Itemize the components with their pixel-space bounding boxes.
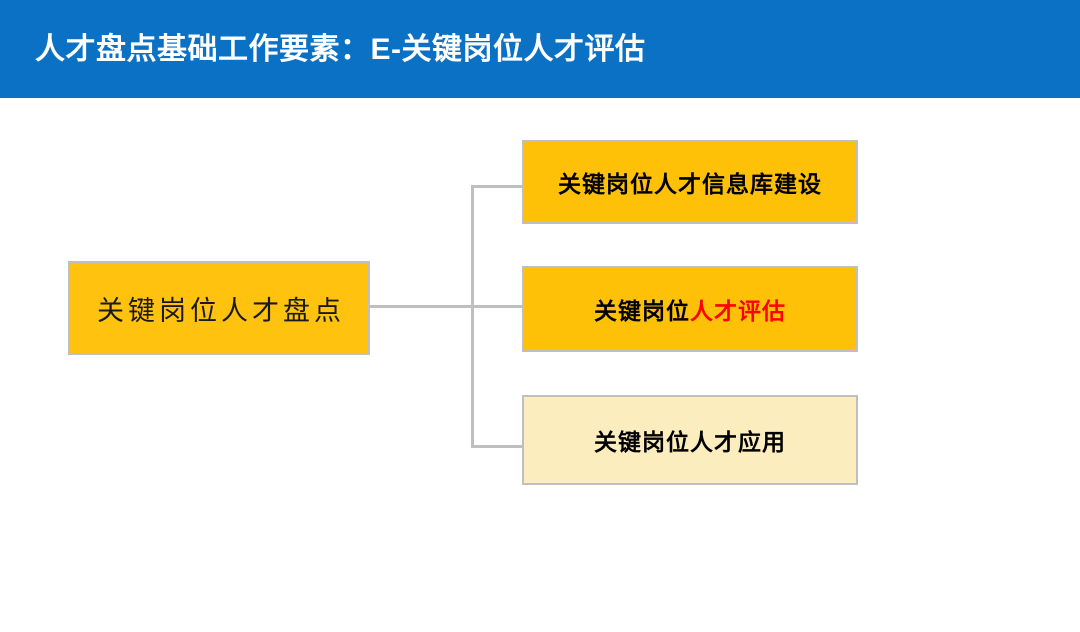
node-root-label: 关键岗位人才盘点 bbox=[97, 295, 345, 326]
node-child-1-label-plain: 关键岗位人才信息库建设 bbox=[558, 171, 822, 197]
node-child-3-label: 关键岗位人才应用 bbox=[594, 423, 786, 457]
node-child-talent-database[interactable]: 关键岗位人才信息库建设 bbox=[522, 140, 858, 224]
page-title: 人才盘点基础工作要素：E-关键岗位人才评估 bbox=[35, 33, 646, 66]
node-child-2-label: 关键岗位人才评估 bbox=[594, 292, 786, 326]
connector-branch-3 bbox=[471, 445, 524, 448]
connector-vertical-trunk bbox=[471, 185, 474, 448]
slide-header-bar: 人才盘点基础工作要素：E-关键岗位人才评估 bbox=[0, 0, 1080, 98]
node-child-1-label: 关键岗位人才信息库建设 bbox=[558, 165, 822, 199]
node-child-talent-application[interactable]: 关键岗位人才应用 bbox=[522, 395, 858, 485]
connector-root-stem bbox=[370, 305, 474, 308]
node-child-3-label-plain: 关键岗位人才应用 bbox=[594, 429, 786, 455]
node-root-talent-inventory[interactable]: 关键岗位人才盘点 bbox=[68, 261, 370, 355]
connector-branch-2 bbox=[471, 305, 524, 308]
connector-branch-1 bbox=[471, 185, 524, 188]
node-child-talent-assessment[interactable]: 关键岗位人才评估 bbox=[522, 266, 858, 352]
node-child-2-label-plain: 关键岗位 bbox=[594, 298, 690, 324]
node-child-2-label-accent: 人才评估 bbox=[690, 298, 786, 324]
